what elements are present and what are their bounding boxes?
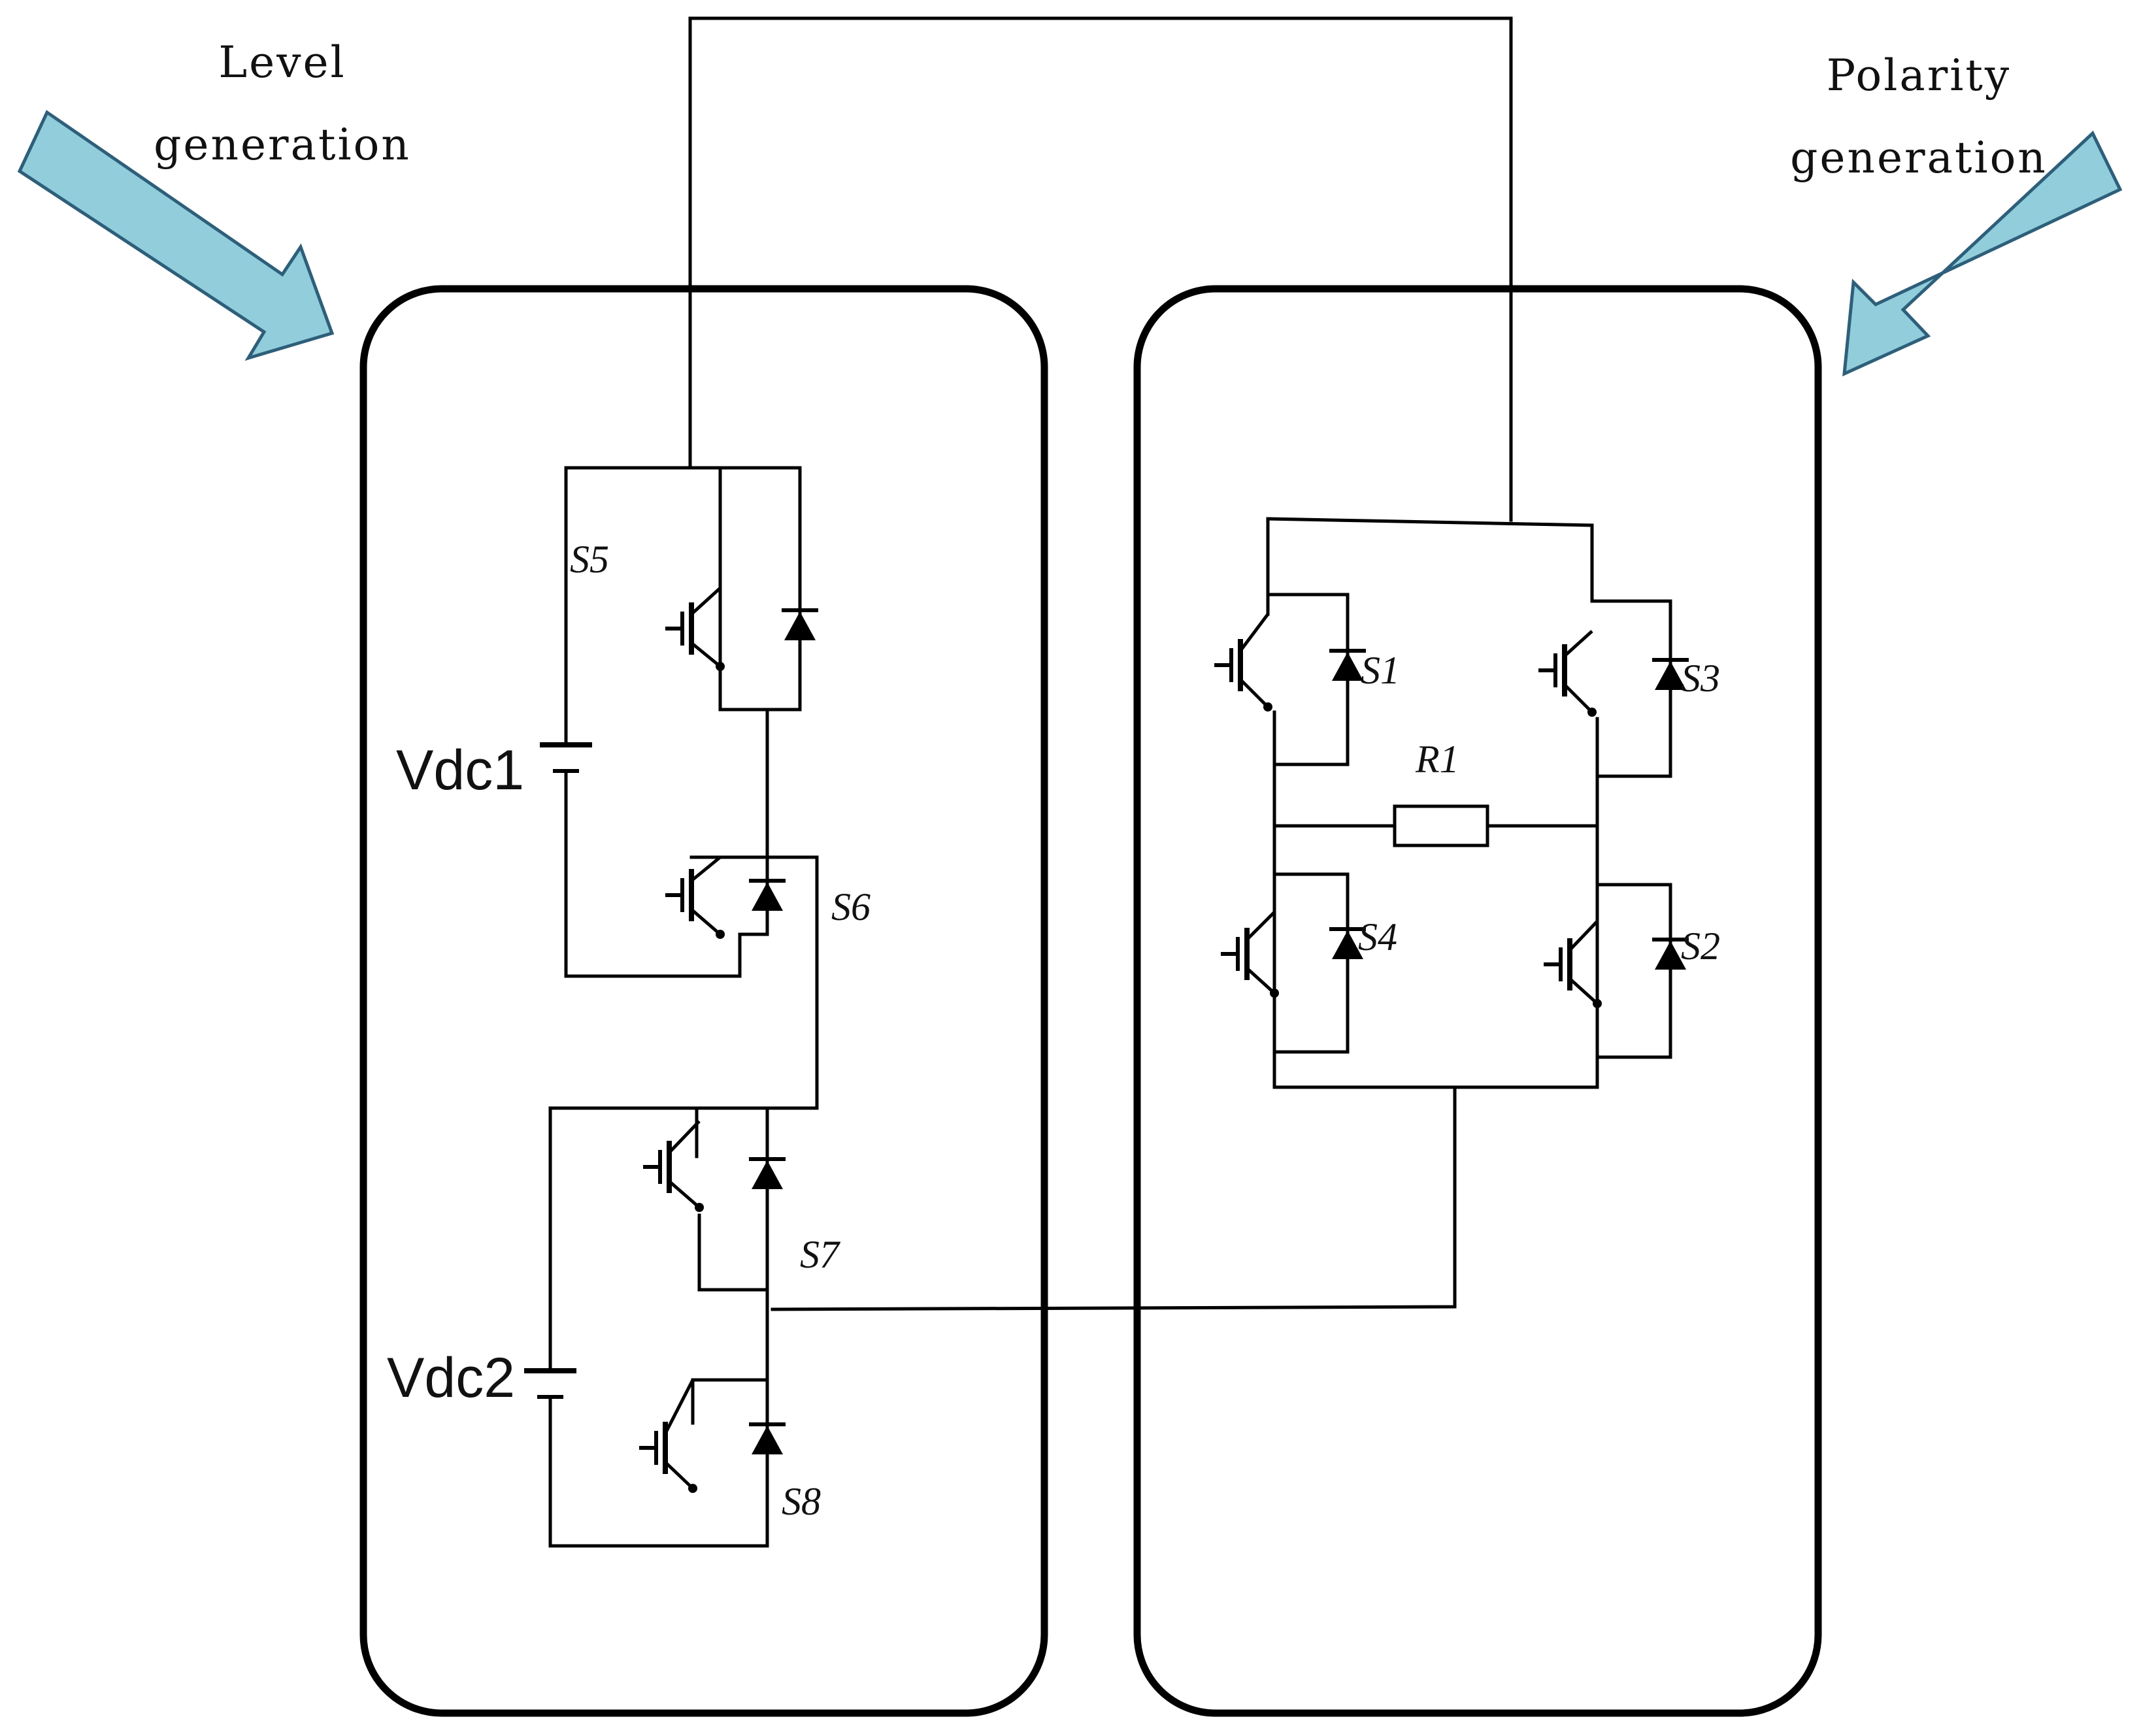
level-generation-arrow (17, 110, 335, 361)
transistor-s5 (665, 587, 725, 671)
diode-s7 (749, 1157, 786, 1189)
diode-s6 (749, 879, 786, 911)
level-caption-line1: Level (218, 37, 346, 88)
diode-s2 (1652, 938, 1689, 970)
level-caption-line2: generation (154, 120, 411, 170)
switch-label-s6: S6 (831, 885, 871, 928)
diode-s8 (749, 1422, 786, 1454)
transistor-s2 (1544, 920, 1602, 1008)
transistor-s1 (1214, 613, 1272, 712)
vdc1-label: Vdc1 (396, 739, 524, 802)
resistor-label-r1: R1 (1415, 738, 1459, 781)
transistor-s3 (1538, 630, 1597, 717)
diode-s3 (1652, 658, 1689, 690)
transistor-s6 (665, 856, 725, 939)
switch-label-s3: S3 (1681, 657, 1720, 700)
polarity-caption-line2: generation (1790, 133, 2048, 183)
top-link-wire (688, 16, 1513, 522)
battery-vdc1 (540, 742, 592, 773)
resistor-r1 (1393, 804, 1489, 847)
diode-s5 (782, 608, 818, 640)
diode-s1 (1329, 649, 1366, 681)
switch-label-s1: S1 (1361, 649, 1400, 692)
polarity-generation-circuit (1266, 517, 1672, 1089)
switch-label-s5: S5 (570, 538, 609, 581)
diode-s4 (1329, 927, 1366, 959)
switch-label-s2: S2 (1681, 925, 1720, 968)
vdc2-label: Vdc2 (387, 1347, 515, 1409)
transistor-s8 (639, 1379, 697, 1493)
switch-label-s7: S7 (800, 1233, 841, 1276)
polarity-generation-block (1133, 285, 1822, 1717)
transistor-s4 (1221, 911, 1279, 998)
switch-layer (639, 587, 1689, 1493)
bottom-link-wire (771, 1085, 1457, 1311)
switch-label-s8: S8 (782, 1480, 821, 1523)
polarity-generation-arrow (1842, 130, 2123, 377)
battery-vdc2 (524, 1368, 576, 1399)
level-generation-block (359, 285, 1048, 1717)
switch-label-s4: S4 (1358, 915, 1397, 958)
polarity-caption-line1: Polarity (1827, 50, 2011, 101)
transistor-s7 (643, 1120, 704, 1212)
